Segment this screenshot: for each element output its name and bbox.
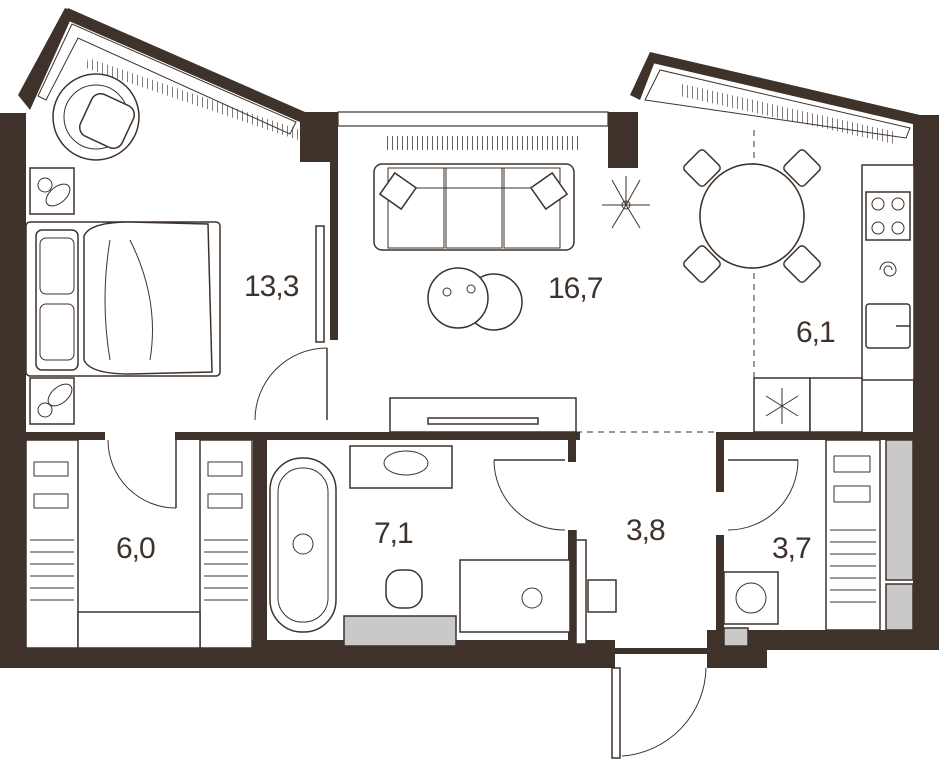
doors — [107, 347, 799, 759]
area-labels: 13,3 16,7 6,1 6,0 7,1 3,8 3,7 — [116, 270, 836, 565]
area-label-bathroom: 7,1 — [374, 517, 413, 550]
area-label-wardrobe: 6,0 — [116, 532, 155, 565]
area-label-bedroom: 13,3 — [244, 270, 299, 303]
walls — [0, 8, 939, 668]
bedroom-furniture — [25, 73, 325, 425]
plant-icon — [602, 176, 650, 229]
area-label-living-room: 16,7 — [548, 272, 603, 305]
area-label-hallway: 3,8 — [626, 514, 665, 547]
snowflake-icon — [765, 388, 799, 424]
living-room-furniture — [373, 163, 650, 433]
bathroom-furniture — [269, 445, 617, 647]
wardrobe-furniture — [25, 439, 253, 649]
kitchen-furniture — [576, 130, 915, 433]
area-label-laundry: 3,7 — [772, 532, 811, 565]
area-label-kitchen: 6,1 — [796, 316, 835, 349]
laundry-furniture — [723, 439, 914, 647]
windows — [37, 23, 915, 150]
